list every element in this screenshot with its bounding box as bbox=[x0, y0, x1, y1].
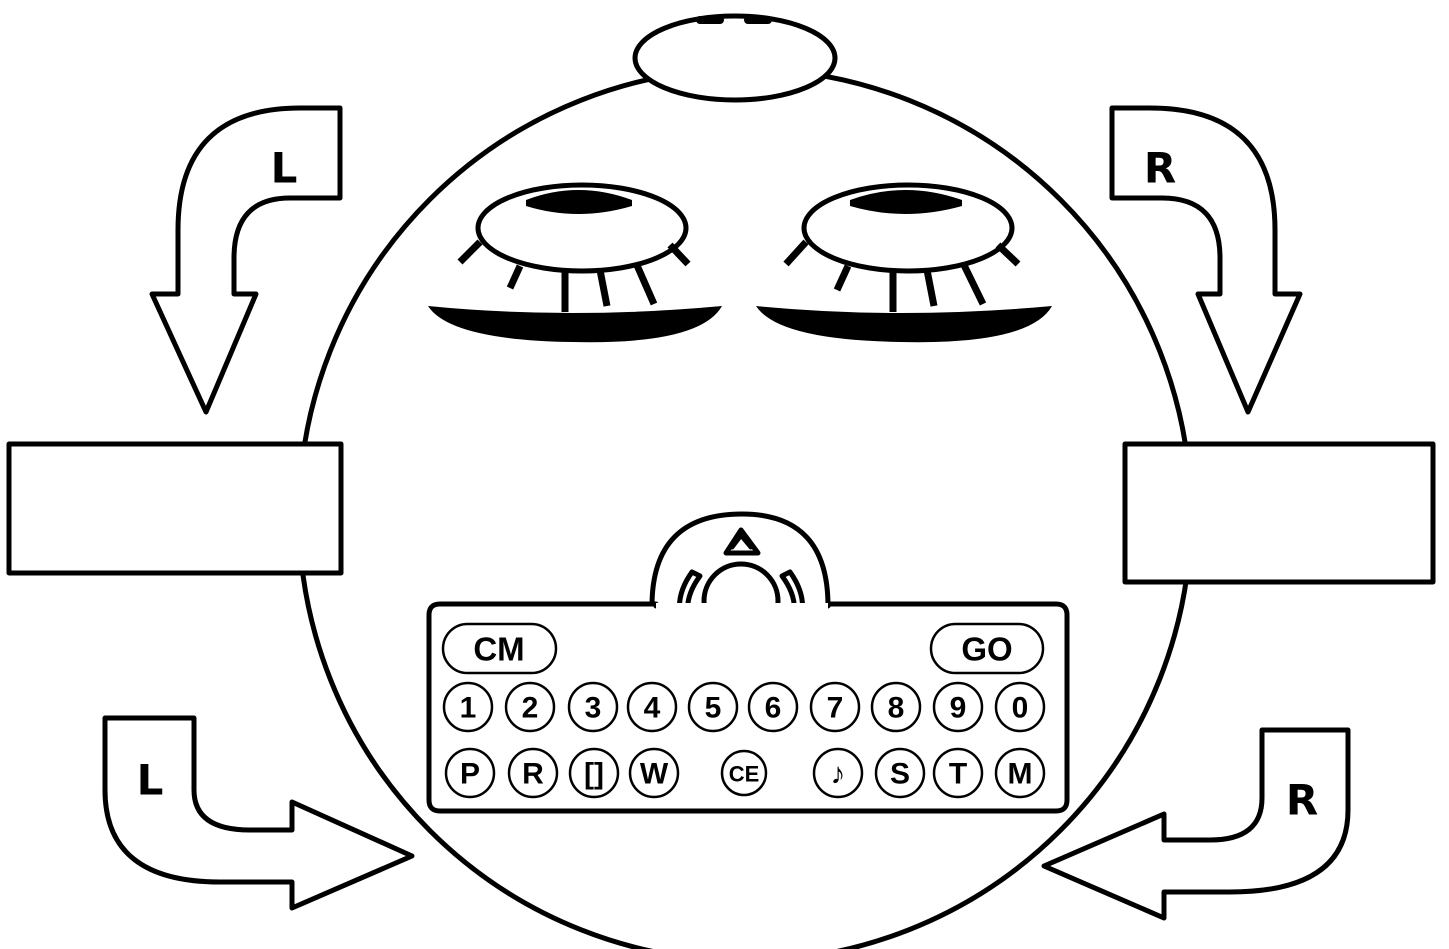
svg-text:3: 3 bbox=[585, 692, 602, 725]
go-button[interactable]: GO bbox=[931, 624, 1043, 673]
number-key-4[interactable]: 4 bbox=[628, 683, 676, 731]
bracket-key[interactable]: [] bbox=[570, 749, 618, 797]
arrow-label-top-left: L bbox=[271, 144, 298, 193]
svg-text:5: 5 bbox=[705, 692, 722, 725]
top-knob bbox=[635, 16, 835, 100]
svg-text:R: R bbox=[522, 758, 544, 791]
number-key-9[interactable]: 9 bbox=[934, 683, 982, 731]
answer-box-left[interactable] bbox=[9, 444, 341, 573]
arrow-label-bottom-left: L bbox=[137, 756, 164, 805]
knob-mark-left bbox=[696, 16, 724, 24]
r-key[interactable]: R bbox=[509, 749, 557, 797]
svg-text:8: 8 bbox=[888, 692, 905, 725]
svg-text:T: T bbox=[949, 758, 967, 791]
svg-text:CM: CM bbox=[473, 631, 524, 668]
music-key[interactable]: ♪ bbox=[814, 749, 862, 797]
number-key-2[interactable]: 2 bbox=[506, 683, 554, 731]
p-key[interactable]: P bbox=[446, 749, 494, 797]
svg-text:2: 2 bbox=[522, 692, 539, 725]
svg-text:P: P bbox=[460, 758, 480, 791]
svg-text:GO: GO bbox=[961, 631, 1012, 668]
svg-text:L: L bbox=[271, 144, 298, 193]
svg-text:6: 6 bbox=[765, 692, 782, 725]
svg-text:S: S bbox=[890, 758, 910, 791]
arrow-label-bottom-right: R bbox=[1286, 776, 1318, 825]
ce-key[interactable]: CE bbox=[722, 751, 766, 795]
number-key-7[interactable]: 7 bbox=[811, 683, 859, 731]
number-key-8[interactable]: 8 bbox=[872, 683, 920, 731]
svg-text:R: R bbox=[1144, 144, 1176, 193]
svg-text:9: 9 bbox=[950, 692, 967, 725]
t-key[interactable]: T bbox=[934, 749, 982, 797]
number-key-3[interactable]: 3 bbox=[569, 683, 617, 731]
m-key[interactable]: M bbox=[996, 749, 1044, 797]
number-key-5[interactable]: 5 bbox=[689, 683, 737, 731]
robot-body bbox=[299, 69, 1191, 949]
svg-text:1: 1 bbox=[460, 692, 477, 725]
svg-text:CE: CE bbox=[729, 762, 760, 787]
number-key-1[interactable]: 1 bbox=[444, 683, 492, 731]
turn-left-arrow-top bbox=[152, 108, 340, 412]
function-key-row: P R [] W CE ♪ S T M bbox=[446, 749, 1044, 797]
svg-text:L: L bbox=[137, 756, 164, 805]
arrow-label-top-right: R bbox=[1144, 144, 1176, 193]
svg-text:4: 4 bbox=[644, 692, 661, 725]
number-key-6[interactable]: 6 bbox=[749, 683, 797, 731]
svg-text:7: 7 bbox=[827, 692, 844, 725]
number-key-0[interactable]: 0 bbox=[996, 683, 1044, 731]
s-key[interactable]: S bbox=[876, 749, 924, 797]
answer-box-right[interactable] bbox=[1125, 444, 1433, 582]
svg-text:0: 0 bbox=[1012, 692, 1029, 725]
svg-text:[]: [] bbox=[584, 758, 604, 791]
svg-text:R: R bbox=[1286, 776, 1318, 825]
knob-mark-right bbox=[744, 16, 772, 24]
svg-text:M: M bbox=[1008, 758, 1033, 791]
svg-text:♪: ♪ bbox=[831, 758, 846, 791]
svg-text:W: W bbox=[640, 758, 669, 791]
cm-button[interactable]: CM bbox=[443, 624, 556, 673]
w-key[interactable]: W bbox=[630, 749, 678, 797]
